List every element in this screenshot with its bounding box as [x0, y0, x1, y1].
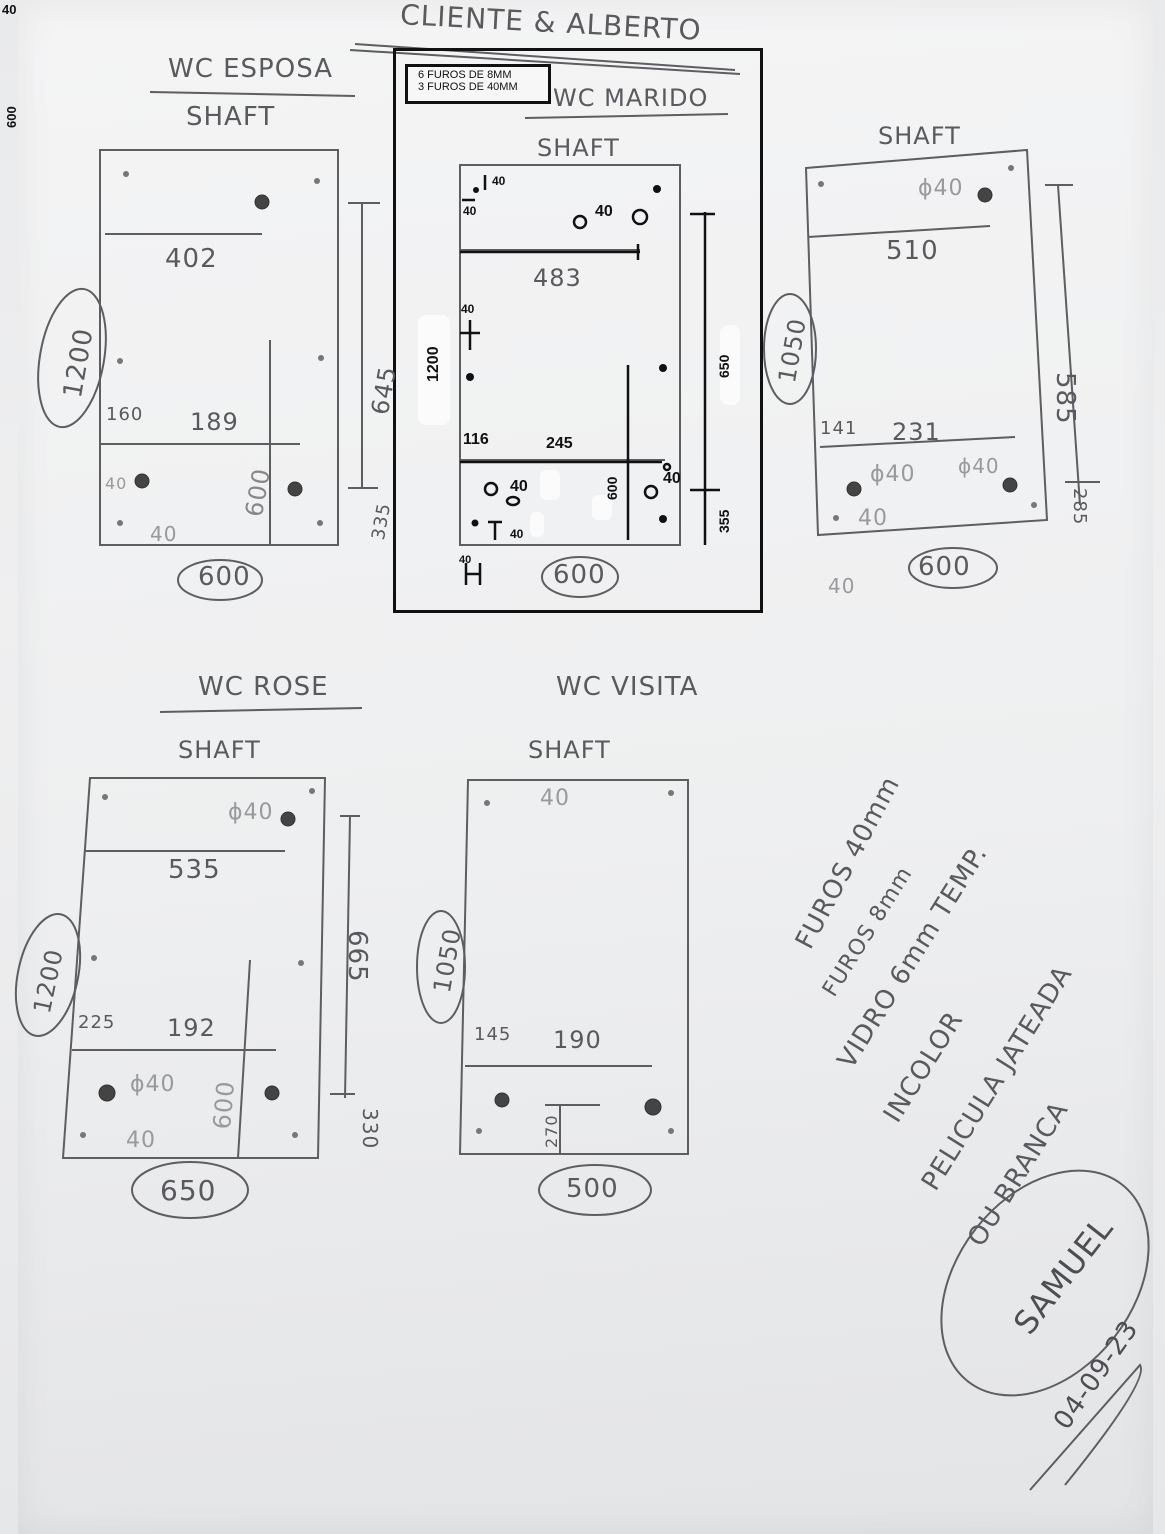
overlay-dim-116: 116 — [463, 431, 489, 448]
rose-width-650: 650 — [160, 1174, 217, 1207]
esposa-shaft-label: SHAFT — [186, 102, 276, 132]
visita-dim-145: 145 — [474, 1024, 512, 1045]
panel3-width-600: 600 — [918, 552, 971, 582]
rose-dim-40-bottom: 40 — [126, 1128, 156, 1153]
rose-title: WC ROSE — [198, 672, 329, 702]
rose-dim-phi40-bottom: ϕ40 — [130, 1072, 176, 1097]
panel3-dim-40-outside: 40 — [828, 574, 856, 598]
panel3-shaft-label: SHAFT — [878, 122, 961, 150]
panel3-dim-phi40-left: ϕ40 — [870, 462, 916, 487]
legend-line-2: 3 FUROS DE 40MM — [418, 81, 518, 93]
overlay-dim-40-lower: 40 — [510, 478, 528, 495]
esposa-dim-189: 189 — [190, 408, 239, 436]
visita-dim-190: 190 — [553, 1026, 602, 1054]
rose-dim-330: 330 — [358, 1108, 382, 1150]
visita-dim-40-top: 40 — [540, 786, 570, 811]
rose-dim-600: 600 — [208, 1079, 241, 1131]
holes-legend: 6 FUROS DE 8MM 3 FUROS DE 40MM — [405, 64, 551, 104]
paper-sheet — [18, 0, 1153, 1534]
esposa-dim-160: 160 — [106, 404, 144, 425]
panel3-dim-285: 285 — [1069, 488, 1090, 526]
panel3-dim-40-bottom: 40 — [858, 506, 888, 531]
esposa-dim-402: 402 — [165, 244, 218, 274]
rose-dim-665: 665 — [342, 930, 372, 983]
overlay-dim-1200: 1200 — [425, 346, 442, 382]
visita-dim-270: 270 — [542, 1114, 561, 1148]
marido-width-600: 600 — [553, 560, 606, 590]
legend-line-1: 6 FUROS DE 8MM — [418, 69, 512, 81]
panel3-dim-510: 510 — [886, 236, 939, 266]
overlay-dim-40-side: 40 — [461, 302, 475, 316]
overlay-dim-600: 600 — [604, 476, 620, 500]
panel3-dim-231: 231 — [892, 418, 941, 446]
panel3-dim-141: 141 — [820, 418, 858, 439]
rose-dim-192: 192 — [167, 1014, 216, 1042]
overlay-dim-40-right: 40 — [663, 470, 681, 487]
visita-width-500: 500 — [566, 1174, 619, 1204]
rose-dim-535: 535 — [168, 855, 221, 885]
marido-title: WC MARIDO — [553, 84, 709, 112]
esposa-dim-40a: 40 — [105, 474, 128, 493]
marido-dim-483: 483 — [533, 264, 582, 292]
overlay-dim-40-left: 40 — [463, 204, 477, 218]
panel3-dim-phi40-top: ϕ40 — [918, 176, 964, 201]
esposa-title: WC ESPOSA — [168, 54, 333, 84]
overlay-dim-245: 245 — [546, 435, 573, 452]
corner-top-label: 40 — [2, 2, 17, 17]
esposa-dim-40b: 40 — [150, 522, 178, 546]
overlay-dim-650: 650 — [716, 354, 732, 378]
panel3-dim-585: 585 — [1050, 372, 1080, 425]
overlay-dim-40-outside: 40 — [459, 554, 472, 566]
rose-dim-225: 225 — [78, 1012, 116, 1033]
overlay-dim-40-top: 40 — [492, 174, 506, 188]
overlay-dim-40-hole: 40 — [595, 203, 613, 220]
visita-shaft-label: SHAFT — [528, 736, 611, 764]
panel3-dim-phi40-right: ϕ40 — [958, 454, 1000, 478]
rose-dim-phi40-top: ϕ40 — [228, 800, 274, 825]
visita-title: WC VISITA — [556, 672, 699, 702]
overlay-dim-40-bottom: 40 — [510, 527, 524, 541]
rose-shaft-label: SHAFT — [178, 736, 261, 764]
overlay-dim-355: 355 — [716, 509, 732, 533]
esposa-width-600: 600 — [198, 562, 251, 592]
marido-shaft-label: SHAFT — [537, 134, 620, 162]
